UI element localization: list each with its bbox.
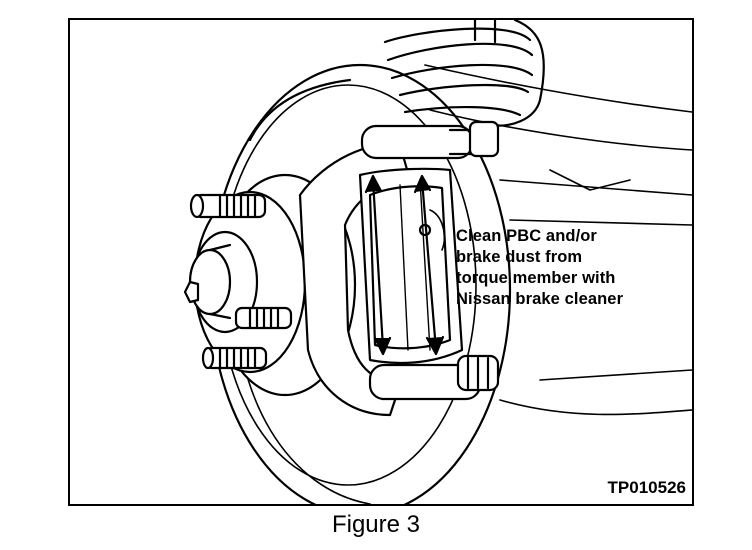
coil-spring	[383, 20, 545, 127]
figure-caption: Figure 3	[331, 511, 421, 538]
figure-code: TP010526	[607, 478, 686, 497]
callout-line: Nissan brake cleaner	[456, 290, 624, 308]
brake-assembly-illustration	[183, 20, 692, 504]
stud-right	[234, 306, 293, 330]
cleaning-arrows	[364, 174, 445, 356]
wheel-studs	[183, 193, 293, 370]
stud-bottom	[201, 346, 268, 370]
cleaning-callout: Clean PBC and/or brake dust from torque …	[456, 226, 692, 310]
callout-line: brake dust from	[456, 248, 583, 266]
suspension-lines	[424, 64, 692, 416]
stud-top	[189, 193, 267, 219]
brake-caliper	[298, 120, 500, 417]
callout-line: torque member with	[456, 269, 616, 287]
figure-frame: Clean PBC and/or brake dust from torque …	[68, 18, 694, 506]
callout-line: Clean PBC and/or	[456, 227, 597, 245]
